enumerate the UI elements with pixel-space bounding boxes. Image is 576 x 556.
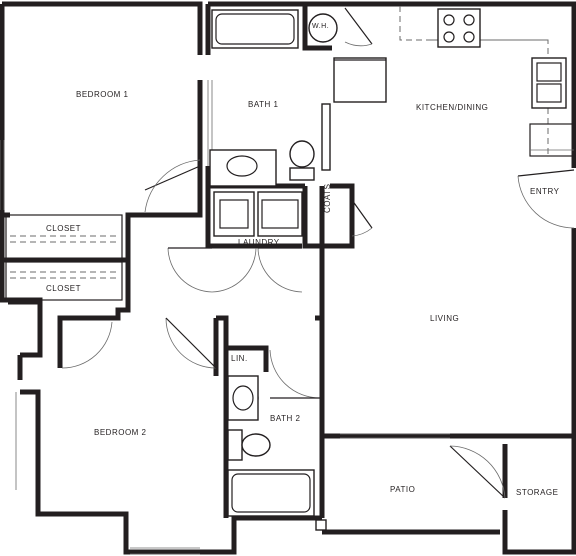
room-label-bath-1: BATH 1 bbox=[248, 100, 279, 109]
bath1-fixtures bbox=[209, 9, 338, 187]
room-label-bath-2: BATH 2 bbox=[270, 414, 301, 423]
room-label-laundry: LAUNDRY bbox=[238, 238, 280, 247]
room-label-linen: LIN. bbox=[231, 354, 248, 363]
room-label-bedroom-2: BEDROOM 2 bbox=[94, 428, 147, 437]
range bbox=[437, 8, 481, 48]
doors bbox=[59, 7, 575, 499]
laundry-appliances bbox=[213, 191, 303, 237]
water-heater bbox=[308, 13, 338, 43]
room-label-bedroom-1: BEDROOM 1 bbox=[76, 90, 129, 99]
kitchen-counters bbox=[333, 6, 575, 157]
kitchen-sink bbox=[531, 57, 567, 109]
room-label-kitchen-dining: KITCHEN/DINING bbox=[416, 103, 489, 112]
room-label-closet-2: CLOSET bbox=[46, 284, 82, 293]
bath2-fixtures bbox=[227, 375, 327, 531]
room-label-storage: STORAGE bbox=[516, 488, 559, 497]
room-label-patio: PATIO bbox=[390, 485, 416, 494]
refrigerator bbox=[333, 57, 387, 103]
room-label-water-heater: W.H. bbox=[312, 23, 330, 30]
room-label-coats: COATS bbox=[323, 183, 332, 213]
room-label-living: LIVING bbox=[430, 314, 460, 323]
room-label-entry: ENTRY bbox=[530, 187, 560, 196]
closet-rods bbox=[5, 214, 123, 301]
room-label-closet-1: CLOSET bbox=[46, 224, 82, 233]
